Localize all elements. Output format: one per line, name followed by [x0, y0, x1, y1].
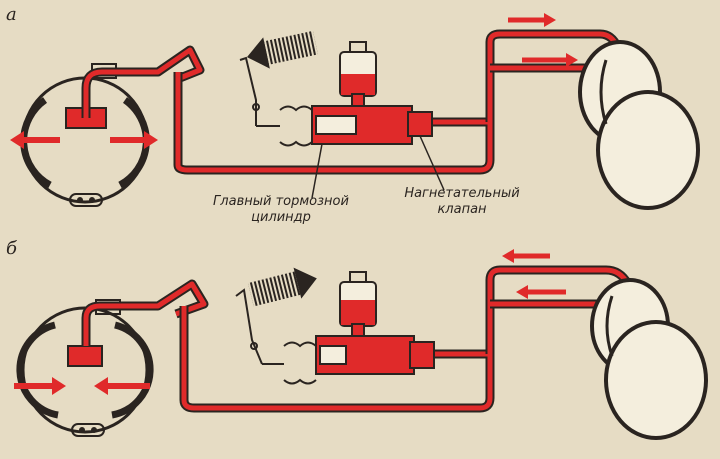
piston: [315, 115, 357, 135]
pedal-lever: [239, 56, 257, 126]
rear-wheel-front: [596, 90, 700, 210]
reservoir-cap: [349, 271, 367, 283]
piston: [319, 345, 347, 365]
adjuster-bolt-left: [79, 427, 85, 433]
line-front-upper: [83, 281, 207, 346]
shoe-arrow-right-head: [144, 131, 158, 149]
brake-shoe-left: [16, 321, 59, 419]
pedal-arrow-shaft: [247, 271, 303, 307]
panel-letter-a: а: [6, 4, 17, 25]
leader-master-cylinder: [311, 143, 323, 199]
pedal-arrow-shaft: [260, 30, 318, 66]
pedal-arrow-a: [246, 30, 318, 69]
label-pressure-valve-line2: клапан: [437, 202, 487, 217]
leader-pressure-valve: [419, 135, 445, 191]
brake-pedal-a: [239, 56, 313, 147]
flow-arrows-b: [502, 249, 566, 299]
master-cylinder-b: [315, 271, 435, 375]
brake-shoe-right: [111, 321, 154, 419]
rear-wheel-front: [604, 320, 708, 440]
panel-letter-b: б: [6, 238, 17, 259]
pressure-valve: [409, 341, 435, 369]
rear-brake-drum: [605, 295, 614, 357]
shoe-arrow-left-head: [52, 377, 66, 395]
pedal-arrow-head: [246, 37, 270, 69]
brake-lines-b: [81, 265, 632, 413]
label-master-cylinder-line1: Главный тормозной: [213, 194, 349, 209]
line-main: [175, 72, 493, 173]
pressure-valve: [407, 111, 433, 137]
rear-wheels-b: [590, 278, 708, 440]
pedal-lever: [235, 288, 263, 365]
pedal-arrow-b: [247, 267, 317, 307]
label-pressure-valve: Нагнетательный клапан: [392, 186, 532, 218]
panel-b: [14, 249, 708, 440]
label-master-cylinder-line2: цилиндр: [251, 210, 311, 225]
brake-pedal-b: [235, 288, 317, 385]
drum-brake-front-a: [10, 63, 158, 207]
flow-arrow-upper-head: [502, 249, 514, 263]
pedal-pivot: [250, 342, 258, 350]
rear-brake-drum: [599, 59, 608, 125]
flow-arrows-a: [508, 13, 578, 67]
brake-lines-a: [81, 29, 623, 175]
line-rear: [487, 31, 621, 122]
shoe-arrow-right-head: [94, 377, 108, 395]
adjuster-bolt-left: [77, 197, 83, 203]
label-master-cylinder: Главный тормозной цилиндр: [196, 194, 366, 226]
reservoir-cap: [349, 41, 367, 53]
adjuster-bolt-right: [89, 197, 95, 203]
line-front-upper: [83, 47, 203, 118]
flow-arrow-lower-head: [566, 53, 578, 67]
adjuster-bolt-right: [91, 427, 97, 433]
reservoir-fluid: [341, 300, 375, 325]
adjuster-cam: [71, 423, 105, 437]
label-pressure-valve-line1: Нагнетательный: [404, 186, 520, 201]
reservoir-fluid: [341, 74, 375, 95]
panel-a: [10, 13, 700, 210]
line-main: [181, 306, 493, 411]
dust-boot: [283, 341, 317, 385]
flow-arrow-lower-head: [516, 285, 528, 299]
line-rear: [487, 267, 631, 354]
wheel-cylinder: [67, 345, 103, 367]
master-cylinder-a: [311, 41, 433, 145]
pedal-arrow-head: [293, 267, 317, 299]
flow-arrow-upper-head: [544, 13, 556, 27]
adjuster-cam: [69, 193, 103, 207]
dust-boot: [279, 105, 313, 147]
rear-wheels-a: [578, 40, 700, 210]
shoe-arrow-left-head: [10, 131, 24, 149]
pedal-pivot: [252, 103, 260, 111]
